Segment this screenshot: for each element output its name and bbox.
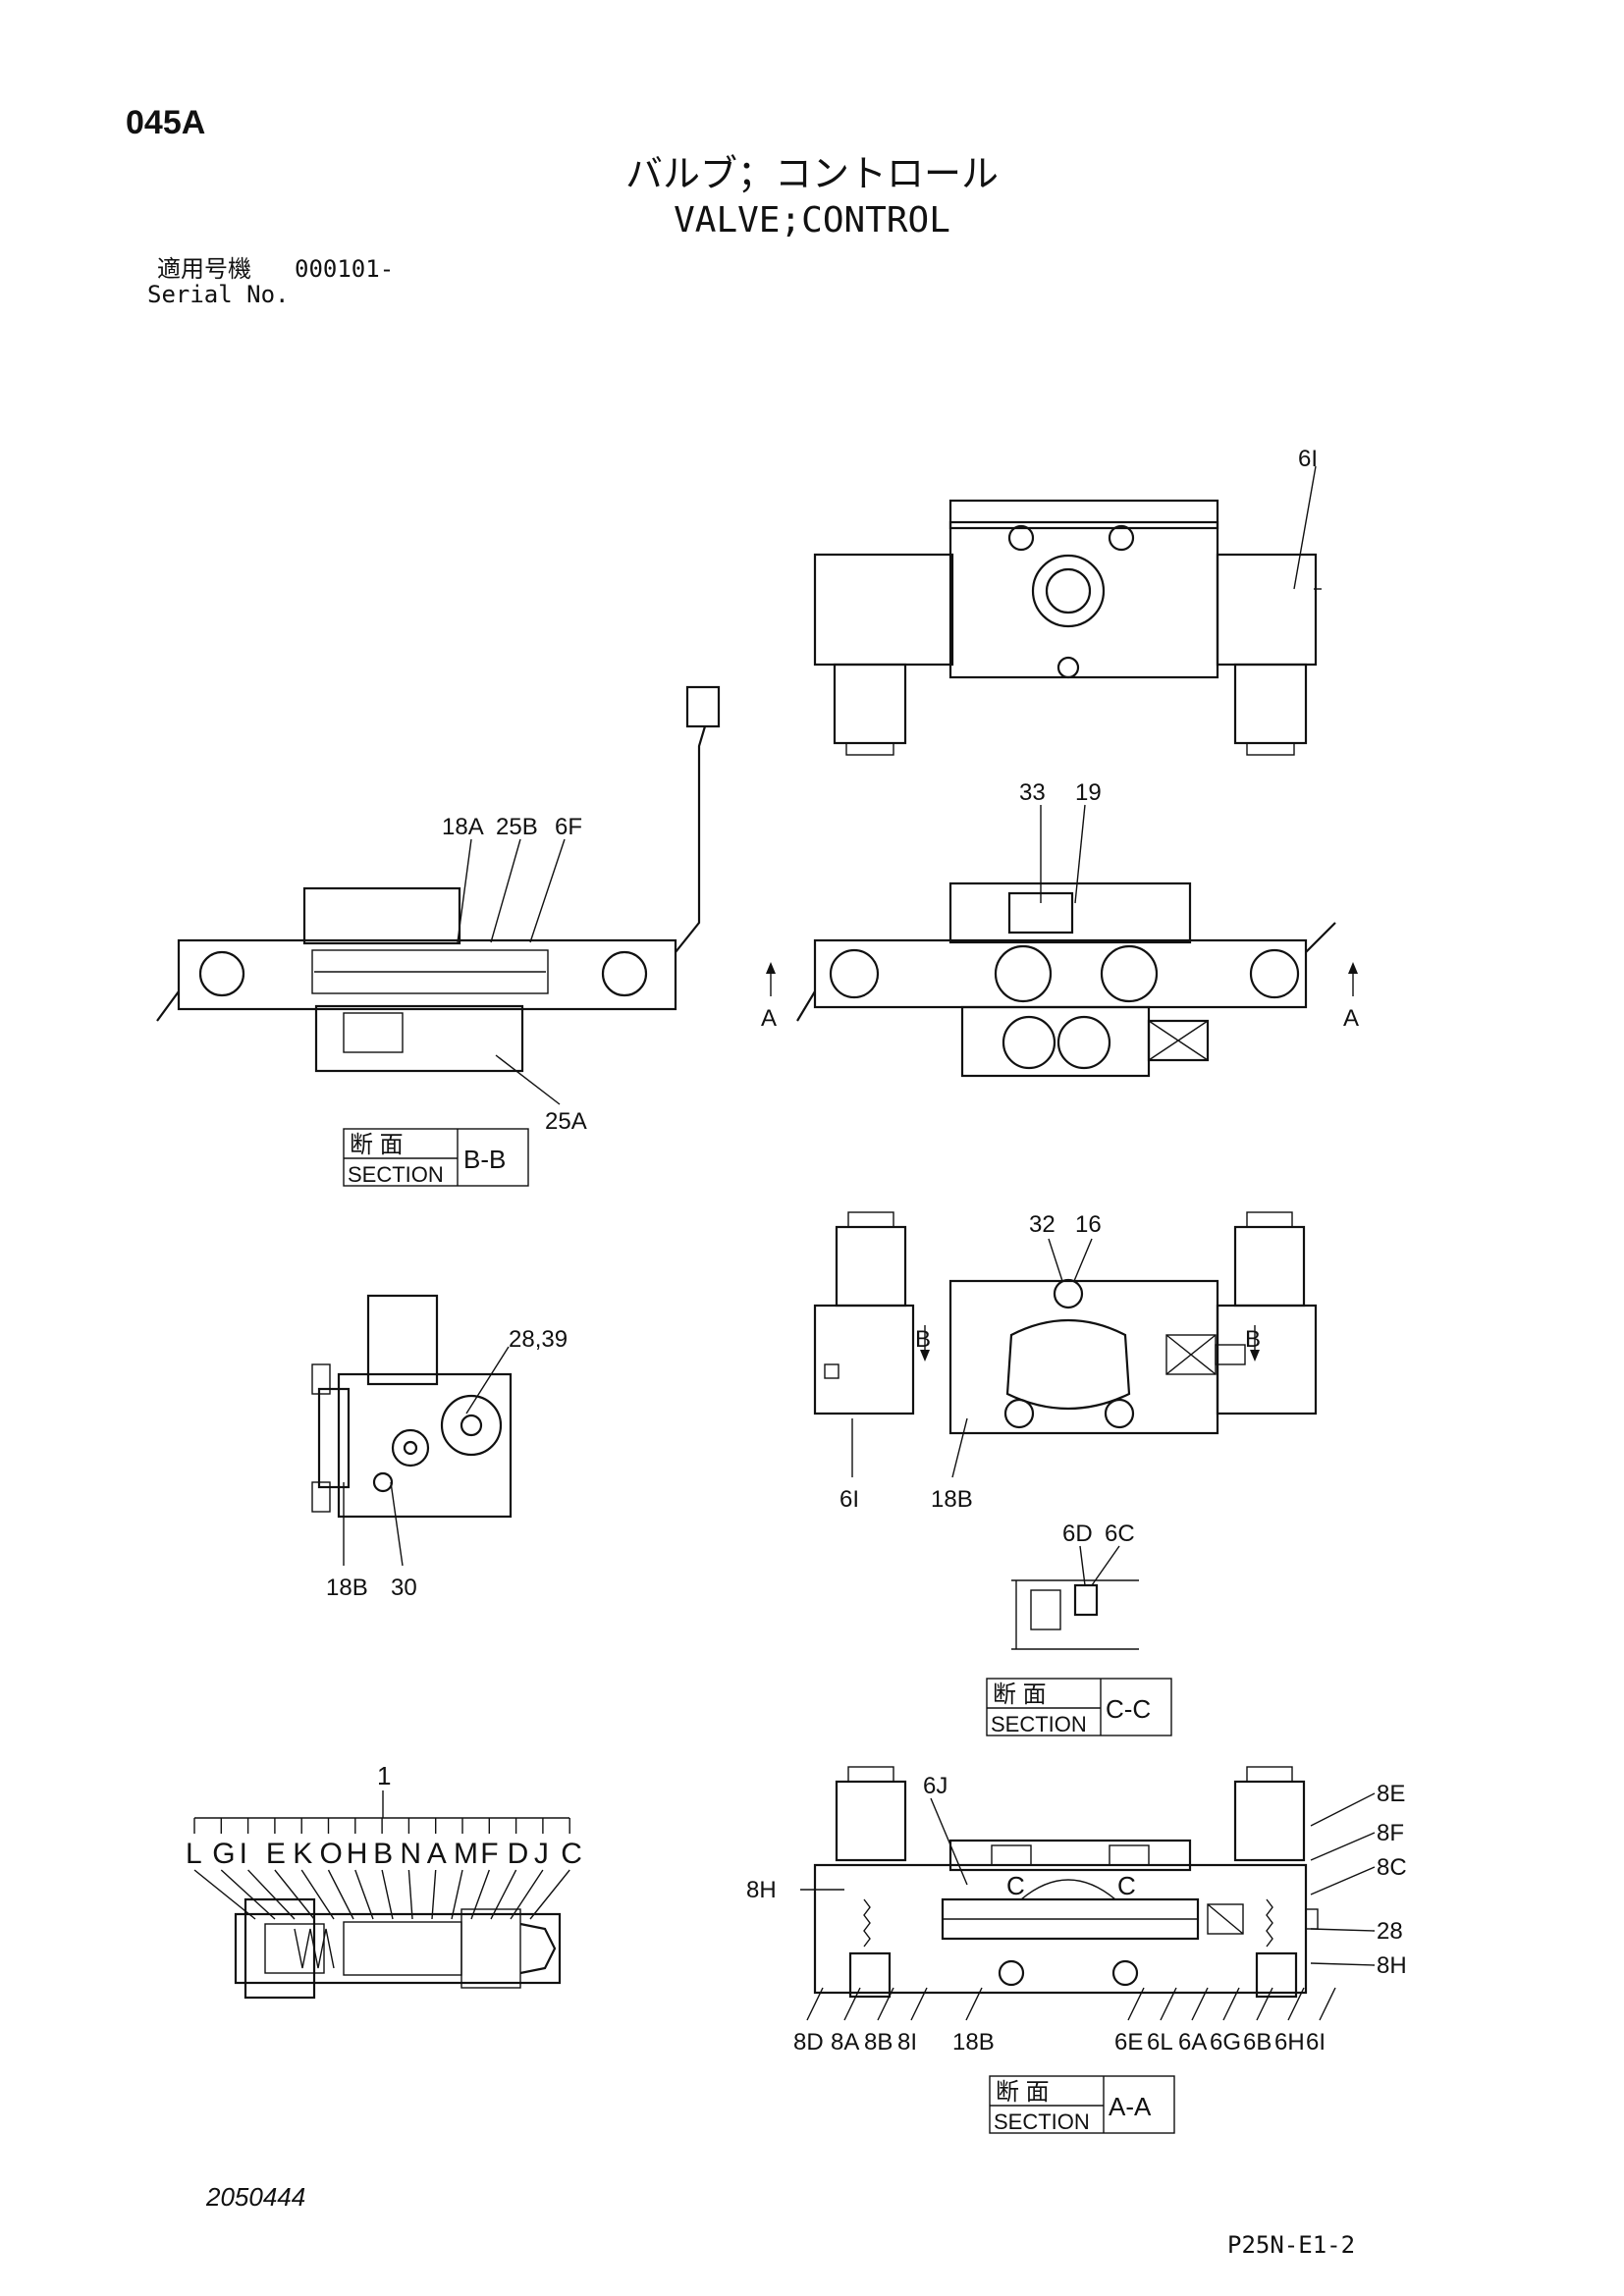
spool-letter-m: M — [454, 1838, 478, 1870]
spool-letter-c: C — [561, 1838, 582, 1870]
spool-letter-l: L — [186, 1838, 202, 1870]
callout-32: 32 — [1029, 1211, 1056, 1238]
callout-6i-bottom: 6I — [839, 1486, 859, 1513]
title-japanese: バルブ；コントロール — [624, 152, 999, 195]
title-english: VALVE;CONTROL — [674, 200, 950, 240]
view-marker-a-right: A — [1343, 1005, 1359, 1032]
serial-label-english: Serial No. — [147, 281, 290, 308]
callout-28-39: 28,39 — [509, 1326, 568, 1353]
svg-text:B-B: B-B — [463, 1145, 506, 1174]
callout-6f: 6F — [555, 814, 582, 840]
section-label-c-c: 断 面 SECTION C-C — [986, 1678, 1172, 1736]
callout-aa-bottom-6g: 6G — [1210, 2029, 1241, 2056]
callout-18b-side: 18B — [326, 1575, 368, 1601]
callout-6c: 6C — [1105, 1521, 1135, 1547]
svg-text:C-C: C-C — [1106, 1694, 1151, 1724]
callout-30: 30 — [391, 1575, 417, 1601]
serial-value: 000101- — [295, 255, 395, 283]
section-b-b-view — [156, 685, 721, 1073]
callout-19: 19 — [1075, 779, 1102, 806]
spool-letter-e: E — [266, 1838, 286, 1870]
callout-8h-left: 8H — [746, 1877, 777, 1903]
top-view — [813, 499, 1322, 756]
spool-letter-j: J — [534, 1838, 549, 1870]
section-aa-inner-c-right: C — [1117, 1871, 1136, 1900]
bottom-view — [813, 1211, 1318, 1435]
svg-text:A-A: A-A — [1109, 2092, 1152, 2121]
spool-letter-a: A — [427, 1838, 447, 1870]
section-label-a-a: 断 面 SECTION A-A — [989, 2075, 1175, 2134]
spool-letter-h: H — [347, 1838, 368, 1870]
drawing-number: 2050444 — [206, 2182, 306, 2212]
svg-text:SECTION: SECTION — [994, 2109, 1090, 2134]
callout-33: 33 — [1019, 779, 1046, 806]
spool-letter-f: F — [480, 1838, 498, 1870]
section-a-a-view — [813, 1766, 1319, 1999]
callout-aa-bottom-6a: 6A — [1178, 2029, 1207, 2056]
callout-aa-bottom-8d: 8D — [793, 2029, 824, 2056]
callout-aa-right-8f: 8F — [1377, 1820, 1404, 1846]
callout-aa-bottom-6h: 6H — [1274, 2029, 1305, 2056]
callout-aa-right-8h: 8H — [1377, 1952, 1407, 1979]
side-view — [311, 1294, 513, 1519]
spool-letter-o: O — [320, 1838, 343, 1870]
callout-aa-bottom-6i: 6I — [1306, 2029, 1326, 2056]
svg-text:SECTION: SECTION — [348, 1162, 444, 1187]
view-marker-b-left: B — [915, 1326, 931, 1353]
callout-aa-bottom-8b: 8B — [864, 2029, 893, 2056]
view-marker-b-right: B — [1245, 1326, 1261, 1353]
section-c-c-view — [1011, 1579, 1139, 1650]
callout-25b: 25B — [496, 814, 538, 840]
spool-letter-b: B — [373, 1838, 393, 1870]
svg-text:断 面: 断 面 — [996, 2079, 1050, 2106]
spool-letter-i: I — [240, 1838, 247, 1870]
callout-6j: 6J — [923, 1773, 947, 1799]
callout-aa-bottom-6e: 6E — [1114, 2029, 1143, 2056]
view-marker-a-left: A — [761, 1005, 777, 1032]
callout-aa-right-8c: 8C — [1377, 1854, 1407, 1881]
callout-18a: 18A — [442, 814, 484, 840]
callout-aa-right-8e: 8E — [1377, 1781, 1405, 1807]
exploded-spool — [234, 1897, 562, 2000]
front-view — [796, 881, 1336, 1078]
svg-text:断 面: 断 面 — [350, 1132, 404, 1158]
callout-6d: 6D — [1062, 1521, 1093, 1547]
page-code: 045A — [126, 104, 206, 141]
callout-25a: 25A — [545, 1108, 587, 1135]
spool-letter-d: D — [508, 1838, 529, 1870]
serial-label-japanese: 適用号機 — [157, 255, 251, 283]
page-reference: P25N-E1-2 — [1227, 2231, 1356, 2259]
callout-aa-bottom-6l: 6L — [1147, 2029, 1173, 2056]
callout-aa-right-28: 28 — [1377, 1918, 1403, 1945]
callout-6i-top: 6I — [1298, 446, 1318, 472]
svg-text:SECTION: SECTION — [991, 1712, 1087, 1736]
section-label-b-b: 断 面 SECTION B-B — [343, 1128, 529, 1187]
callout-1: 1 — [377, 1761, 391, 1790]
spool-letter-g: G — [212, 1838, 235, 1870]
callout-16: 16 — [1075, 1211, 1102, 1238]
section-aa-inner-c-left: C — [1006, 1871, 1025, 1900]
callout-aa-bottom-6b: 6B — [1243, 2029, 1272, 2056]
svg-text:断 面: 断 面 — [993, 1682, 1047, 1708]
spool-letter-k: K — [293, 1838, 312, 1870]
callout-18b-bottom: 18B — [931, 1486, 973, 1513]
callout-aa-bottom-18b: 18B — [952, 2029, 995, 2056]
callout-aa-bottom-8a: 8A — [831, 2029, 859, 2056]
section-aa-right-callouts: 8E 8F 8C 28 8H — [1310, 1781, 1407, 1979]
spool-letter-n: N — [400, 1838, 421, 1870]
callout-aa-bottom-8i: 8I — [897, 2029, 917, 2056]
